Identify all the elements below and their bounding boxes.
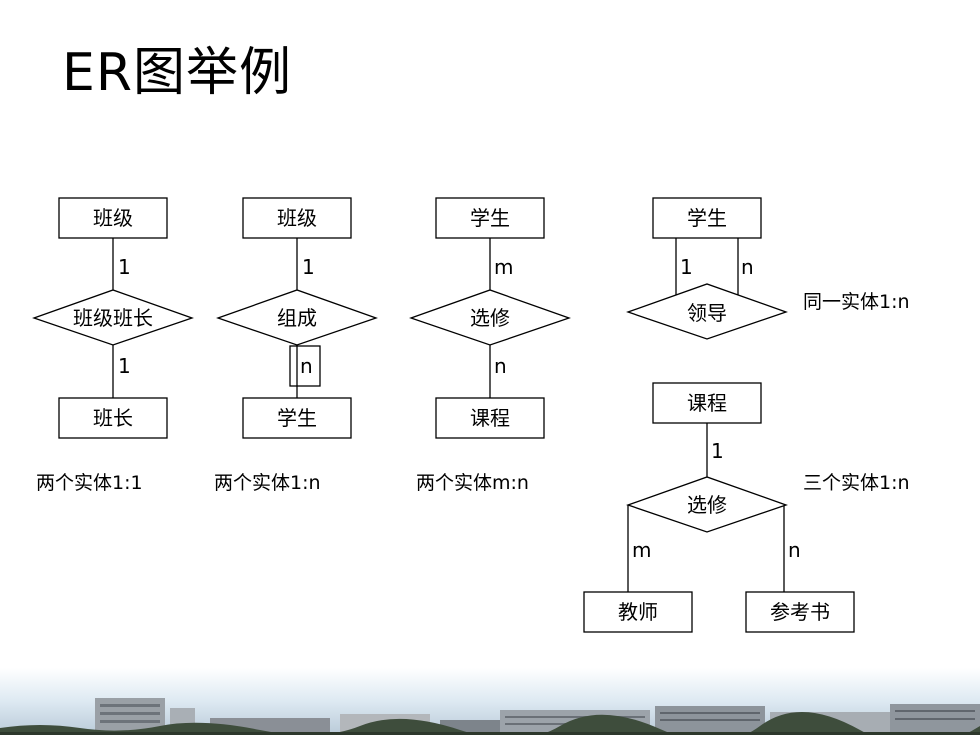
entity-label: 学生 (470, 206, 510, 230)
relationship-label: 领导 (687, 301, 727, 325)
relationship-label: 选修 (687, 493, 727, 517)
entity-box (58, 197, 168, 239)
entity-box (652, 382, 762, 424)
relationship-diamond (409, 289, 571, 346)
entity-label: 课程 (687, 391, 727, 415)
entity-box (583, 591, 693, 633)
cardinality-label: m (494, 255, 513, 279)
example-many-to-many: 学生 选修 课程 m n 两个实体m:n (409, 197, 571, 494)
entity-label: 班级 (93, 206, 133, 230)
example-one-to-many: 班级 组成 学生 1 n 两个实体1:n (214, 197, 378, 494)
cardinality-label: m (632, 538, 651, 562)
entity-label: 教师 (618, 600, 658, 624)
cardinality-label: 1 (711, 439, 724, 463)
entity-box (435, 197, 545, 239)
entity-label: 参考书 (770, 600, 830, 624)
example-one-to-one: 班级 班级班长 班长 1 1 两个实体1:1 (32, 197, 194, 494)
entity-box (58, 397, 168, 439)
entity-box (242, 397, 352, 439)
er-diagram: 班级 班级班长 班长 1 1 两个实体1:1 班级 组成 学生 1 n 两个实体… (32, 197, 910, 633)
relationship-label: 选修 (470, 306, 510, 330)
cardinality-label: n (300, 354, 313, 378)
caption: 三个实体1:n (803, 472, 910, 494)
relationship-label: 班级班长 (73, 306, 153, 330)
entity-label: 班级 (277, 206, 317, 230)
example-ternary: 课程 选修 教师 参考书 1 m n 三个实体1:n (583, 382, 910, 633)
relationship-diamond (626, 283, 788, 340)
entity-box (652, 197, 762, 239)
cardinality-label: n (741, 255, 754, 279)
cardinality-label: 1 (302, 255, 315, 279)
caption: 同一实体1:n (803, 291, 910, 313)
cardinality-label: 1 (680, 255, 693, 279)
example-recursive: 学生 领导 1 n 同一实体1:n (626, 197, 910, 340)
entity-label: 学生 (277, 406, 317, 430)
relationship-label: 组成 (277, 306, 317, 330)
caption: 两个实体1:n (214, 472, 321, 494)
cardinality-label: 1 (118, 255, 131, 279)
caption: 两个实体m:n (416, 472, 529, 494)
entity-label: 课程 (470, 406, 510, 430)
entity-box (745, 591, 855, 633)
entity-label: 班长 (93, 406, 133, 430)
entity-box (435, 397, 545, 439)
slide-title: ER图举例 (62, 43, 292, 103)
cardinality-label: n (788, 538, 801, 562)
campus-banner-image (0, 668, 980, 735)
selection-box (289, 345, 321, 387)
relationship-diamond (216, 289, 378, 346)
entity-box (242, 197, 352, 239)
relationship-diamond (32, 289, 194, 346)
cardinality-label: 1 (118, 354, 131, 378)
entity-label: 学生 (687, 206, 727, 230)
cardinality-label: n (494, 354, 507, 378)
caption: 两个实体1:1 (36, 472, 143, 494)
relationship-diamond (626, 476, 788, 533)
